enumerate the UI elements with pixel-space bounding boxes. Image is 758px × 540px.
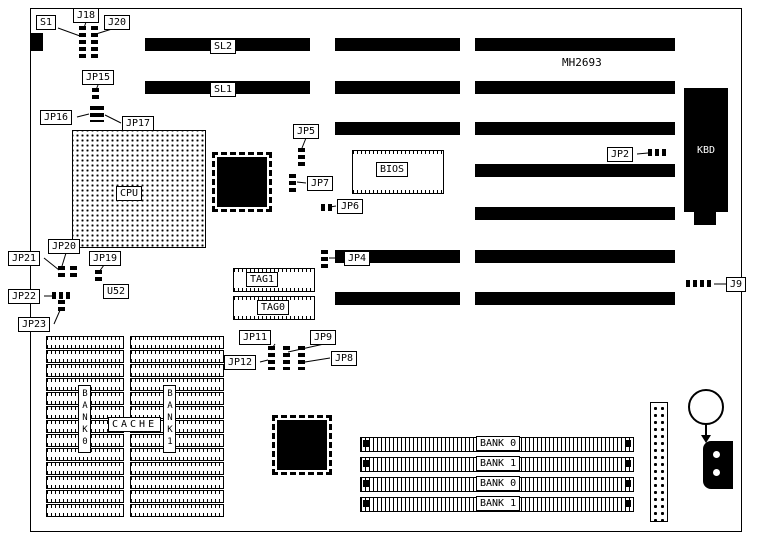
callout-jp17: JP17 — [122, 116, 155, 131]
cache-chip — [130, 336, 224, 349]
callout-jp11: JP11 — [239, 330, 272, 345]
kbd-connector: KBD — [684, 88, 728, 212]
power-connector — [703, 441, 733, 489]
isa-slot — [335, 81, 460, 94]
jp6-pins — [321, 204, 333, 211]
battery-lead — [705, 423, 707, 435]
callout-jp16: JP16 — [40, 110, 73, 125]
cache-label: CACHE — [108, 417, 162, 432]
jp9-pins — [283, 346, 290, 370]
jp22-pins — [52, 292, 72, 299]
slot-label-sl2: SL2 — [210, 39, 237, 54]
callout-jp21: JP21 — [8, 251, 41, 266]
cache-chip — [130, 378, 224, 391]
callout-jp4: JP4 — [344, 251, 371, 266]
callout-jp15: JP15 — [82, 70, 115, 85]
simm-bank-label: BANK 0 — [476, 476, 521, 491]
kbd-tab — [694, 212, 716, 225]
board-model: MH2693 — [562, 56, 602, 69]
cache-chip — [130, 434, 224, 447]
jp20-pins — [58, 266, 65, 280]
callout-jp22: JP22 — [8, 289, 41, 304]
qfp-chip-body — [277, 420, 327, 470]
j20-pins — [91, 26, 98, 60]
callout-j20: J20 — [104, 15, 131, 30]
cache-chip — [46, 504, 124, 517]
battery — [688, 389, 724, 425]
isa-slot — [475, 38, 675, 51]
jp11-jp12-pins — [268, 346, 275, 370]
slot-label-sl1: SL1 — [210, 82, 237, 97]
tag0-label: TAG0 — [257, 300, 290, 315]
isa-slot — [335, 38, 460, 51]
cache-bank0-label: BANK0 — [78, 385, 91, 453]
cache-chip — [130, 448, 224, 461]
callout-j18: J18 — [73, 8, 100, 23]
qfp-chip-body — [217, 157, 267, 207]
bios-label: BIOS — [376, 162, 409, 177]
pin-header — [650, 402, 668, 522]
jp23-pins — [58, 300, 65, 314]
callout-s1: S1 — [36, 15, 57, 30]
callout-jp8: JP8 — [331, 351, 358, 366]
cache-chip — [46, 490, 124, 503]
cache-chip — [46, 462, 124, 475]
simm-bank-label: BANK 1 — [476, 456, 521, 471]
callout-jp5: JP5 — [293, 124, 320, 139]
jp8-pins — [298, 346, 305, 370]
simm-bank-label: BANK 1 — [476, 496, 521, 511]
cache-chip — [46, 350, 124, 363]
u52-label: U52 — [103, 284, 130, 299]
cache-chip — [130, 462, 224, 475]
jp21-pins — [70, 266, 77, 280]
callout-jp6: JP6 — [337, 199, 364, 214]
isa-slot — [335, 122, 460, 135]
cache-chip — [130, 406, 224, 419]
qfp-chip — [272, 415, 332, 475]
cache-chip — [46, 336, 124, 349]
edge-connector — [30, 33, 43, 51]
simm-bank-label: BANK 0 — [476, 436, 521, 451]
callout-j9: J9 — [726, 277, 747, 292]
isa-slot — [475, 250, 675, 263]
callout-jp12: JP12 — [224, 355, 257, 370]
qfp-chip — [212, 152, 272, 212]
jp19-pins — [95, 270, 102, 284]
jp16-jp17-pins — [90, 106, 104, 122]
cpu-label: CPU — [116, 186, 143, 201]
connector-pin — [713, 451, 720, 458]
cache-chip — [130, 504, 224, 517]
callout-jp20: JP20 — [48, 239, 81, 254]
cache-chip — [46, 364, 124, 377]
j18-pins — [79, 26, 86, 60]
isa-slot — [475, 164, 675, 177]
callout-jp9: JP9 — [310, 330, 337, 345]
jp4-pins — [321, 250, 328, 268]
cache-chip — [130, 490, 224, 503]
callout-jp7: JP7 — [307, 176, 334, 191]
cache-bank1-label: BANK1 — [163, 385, 176, 453]
isa-slot — [335, 292, 460, 305]
cache-chip — [46, 476, 124, 489]
callout-jp2: JP2 — [607, 147, 634, 162]
battery-lead-arrow — [701, 435, 711, 443]
cache-chip — [130, 392, 224, 405]
isa-slot — [475, 122, 675, 135]
kbd-label: KBD — [696, 144, 716, 156]
connector-pin — [713, 469, 720, 476]
cache-chip — [130, 350, 224, 363]
j9-pins — [686, 280, 713, 287]
callout-jp23: JP23 — [18, 317, 51, 332]
cache-chip — [130, 476, 224, 489]
isa-slot — [475, 207, 675, 220]
jp5-pins — [298, 148, 305, 166]
isa-slot — [475, 292, 675, 305]
callout-jp19: JP19 — [89, 251, 122, 266]
jp2-pins — [648, 149, 668, 156]
tag1-label: TAG1 — [246, 272, 279, 287]
jp7-pins — [289, 174, 296, 192]
jp15-pins — [92, 88, 99, 102]
isa-slot — [475, 81, 675, 94]
cache-chip — [130, 364, 224, 377]
